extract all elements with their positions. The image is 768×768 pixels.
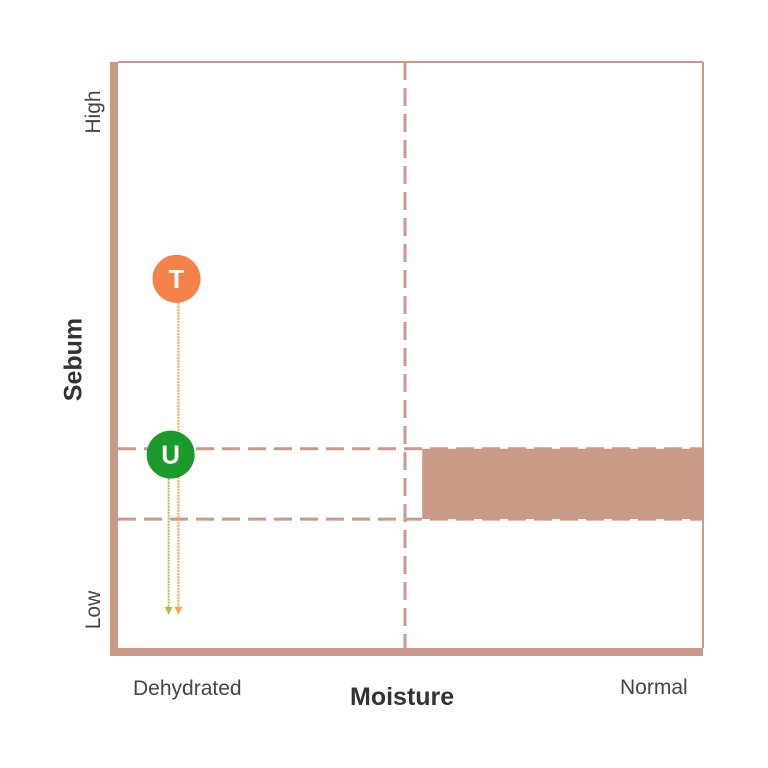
plot-frame — [110, 61, 704, 656]
point-marker — [146, 430, 195, 479]
point-U: U — [146, 430, 195, 479]
x-tick-normal: Normal — [620, 676, 688, 699]
point-marker — [152, 254, 201, 303]
target-zone — [422, 448, 703, 520]
x-tick-dehydrated: Dehydrated — [133, 677, 242, 700]
trail-arrow-T — [174, 606, 183, 615]
point-T: T — [152, 254, 201, 303]
y-tick-low: Low — [82, 590, 105, 630]
y-tick-high: High — [82, 90, 105, 134]
y-axis-label: Sebum — [59, 317, 88, 402]
x-axis-label: Moisture — [350, 683, 455, 711]
point-label: U — [161, 440, 180, 470]
trail-arrow-U — [164, 606, 173, 615]
point-label: T — [169, 264, 185, 294]
